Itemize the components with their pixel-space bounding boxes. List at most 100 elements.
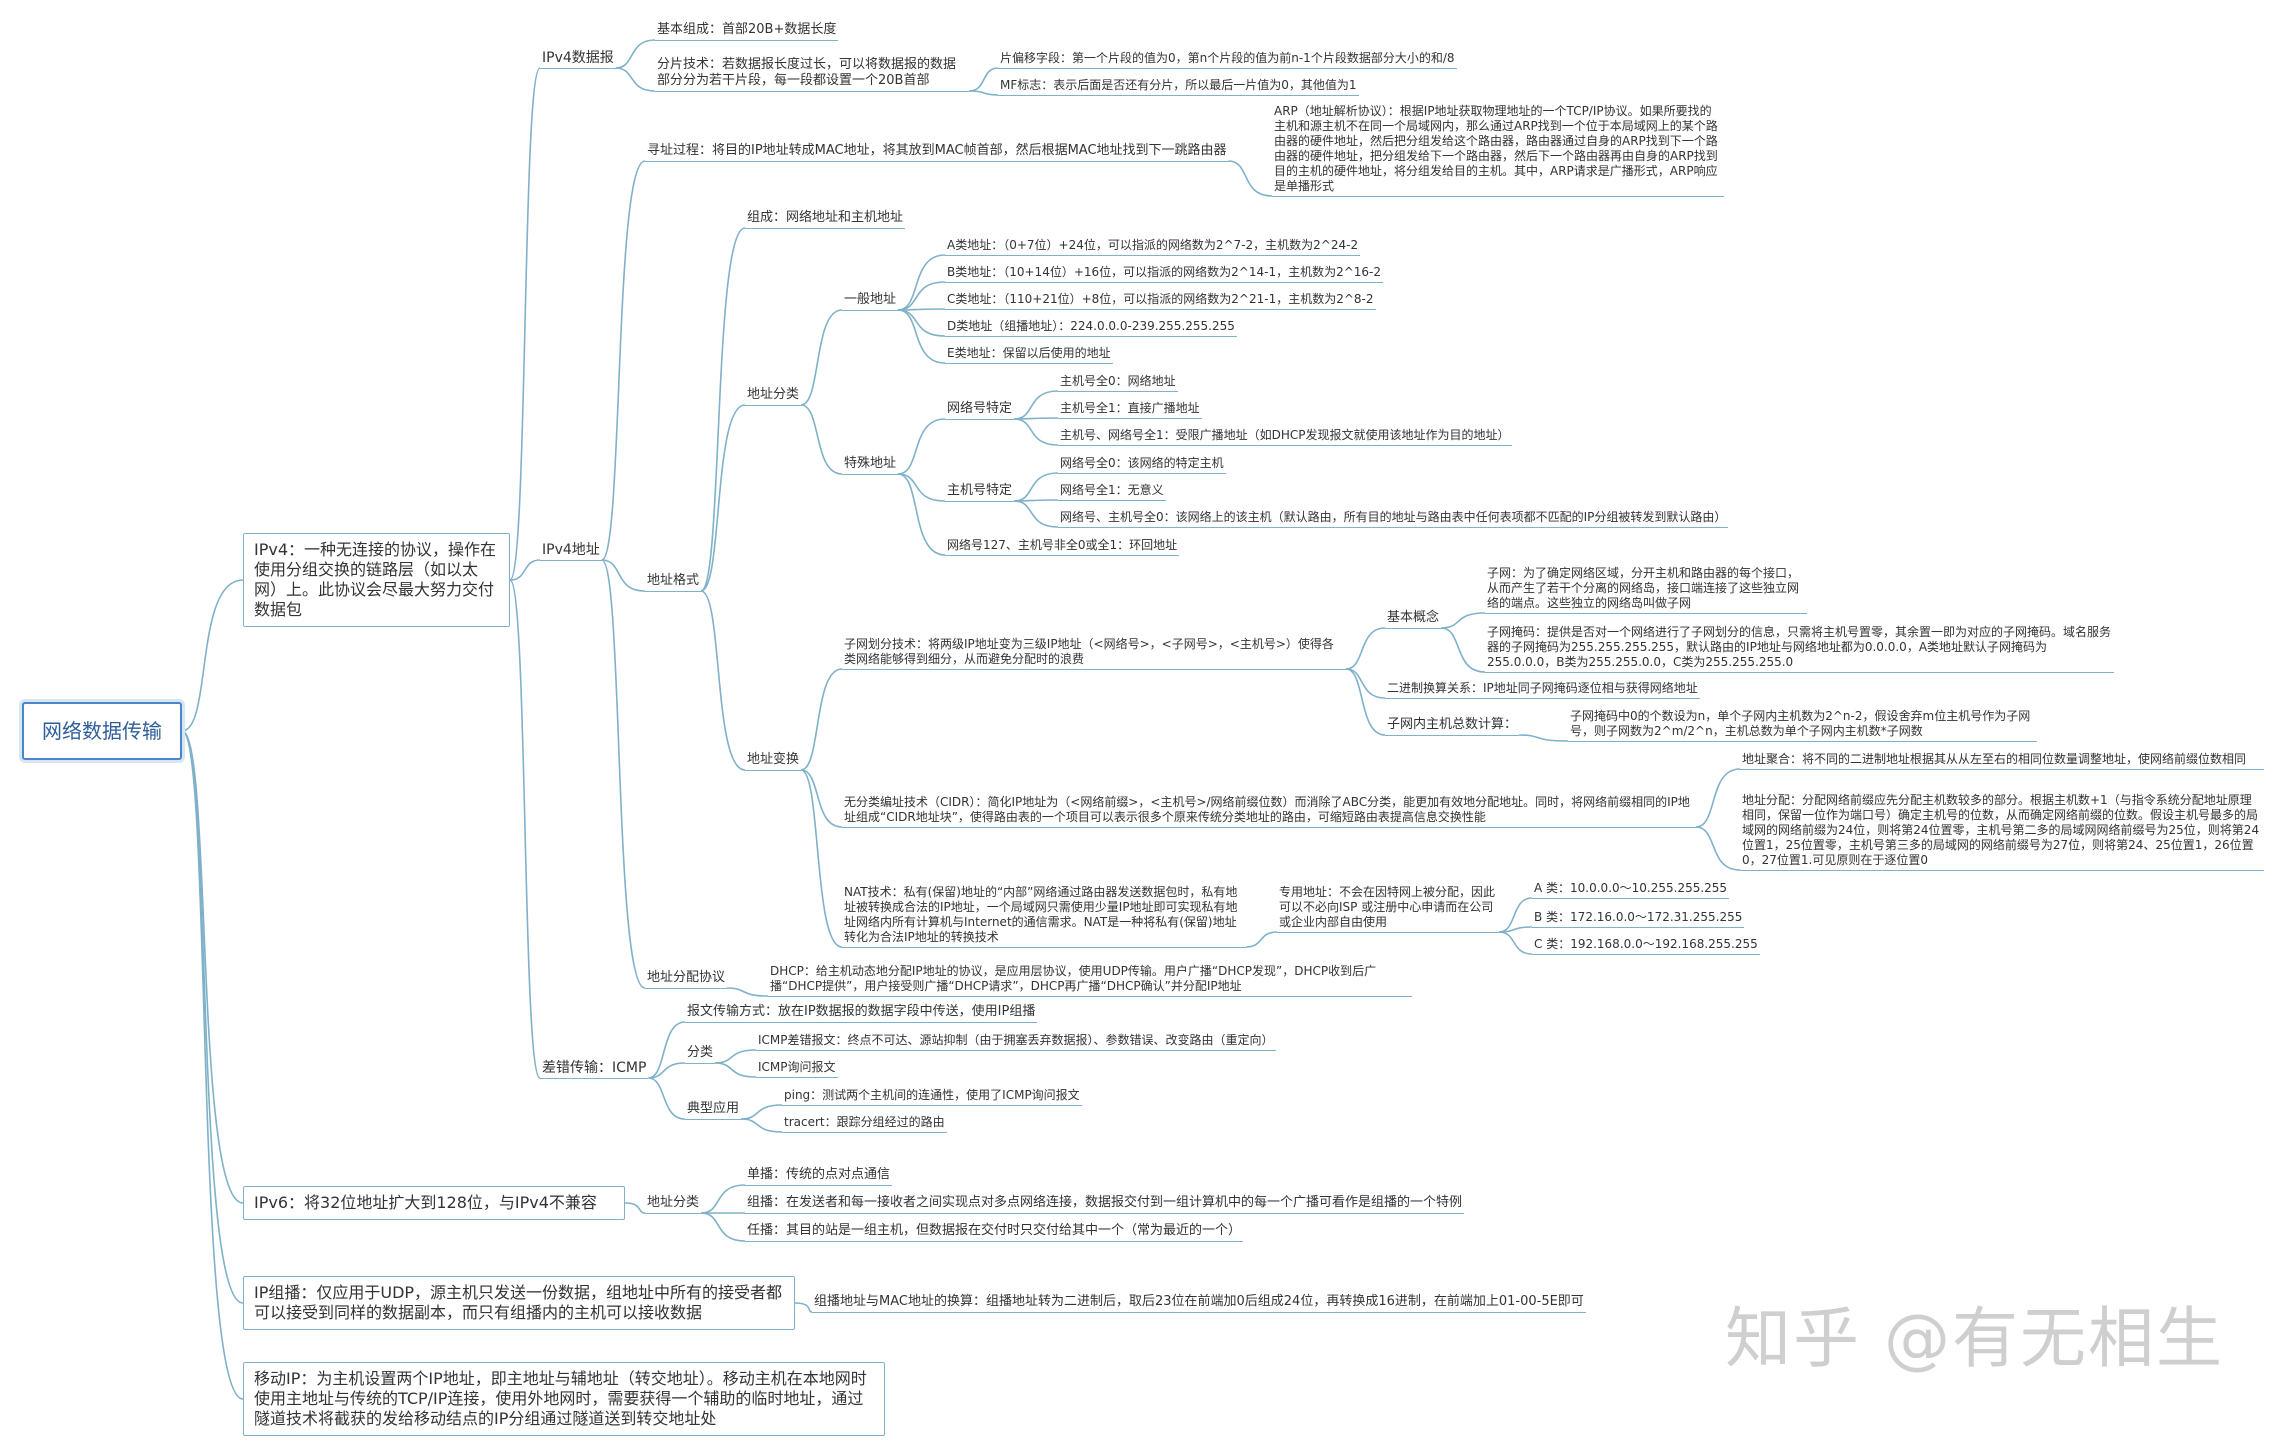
ping-node[interactable]: ping：测试两个主机间的连通性，使用了ICMP询问报文 [782,1088,1082,1106]
anycast-node[interactable]: 任播：其目的站是一组主机，但数据报在交付时只交付给其中一个（常为最近的一个） [745,1223,1244,1242]
net-all-one[interactable]: 网络号全1：无意义 [1058,483,1166,501]
fragment-offset[interactable]: 片偏移字段：第一个片段的值为0，第n个片段的值为前n-1个片段数据部分大小的和/… [998,51,1457,69]
icmp-apps-node[interactable]: 典型应用 [685,1101,742,1120]
connector-cidr-node-to-address-allocation [1695,826,1741,871]
connector-address-transform-node-to-nat-node [800,769,843,948]
unicast-node[interactable]: 单播：传统的点对点通信 [745,1167,893,1186]
host-fixed-node[interactable]: 主机号特定 [945,483,1015,502]
connector-address-transform-node-to-subnetting-node [800,668,843,771]
ipv4-node[interactable]: IPv4：一种无连接的协议，操作在使用分组交换的链路层（如以太网）上。此协议会尽… [243,533,510,627]
icmp-transport[interactable]: 报文传输方式：放在IP数据报的数据字段中传送，使用IP组播 [685,1004,1038,1023]
icmp-types-node[interactable]: 分类 [685,1045,716,1064]
connector-root-node-to-mobile-ip-node [181,730,244,1400]
arp-protocol[interactable]: ARP（地址解析协议）：根据IP地址获取物理地址的一个TCP/IP协议。如果所要… [1272,104,1724,197]
connector-address-classes-node-to-general-address-node [800,309,843,406]
connector-ipv4-node-to-icmp-node [509,579,541,1079]
address-aggregation[interactable]: 地址聚合：将不同的二进制地址根据其从从左至右的相同位数量调整地址，使网络前缀位数… [1740,752,2264,770]
connector-icmp-node-to-icmp-types-node [648,1062,686,1079]
class-c-address[interactable]: C类地址：（110+21位）+8位，可以指派的网络数为2^21-1，主机数为2^… [945,292,1376,310]
connector-host-fixed-node-to-net-all-one [1014,499,1059,502]
address-composition[interactable]: 组成：网络地址和主机地址 [745,210,906,229]
net-fixed-node[interactable]: 网络号特定 [945,401,1015,420]
host-count-node[interactable]: 子网内主机总数计算： [1385,717,1520,736]
class-d-address[interactable]: D类地址（组播地址）：224.0.0.0-239.255.255.255 [945,319,1237,337]
icmp-node[interactable]: 差错传输：ICMP [540,1060,649,1079]
connector-net-fixed-node-to-host-all-one [1014,417,1059,420]
connector-host-fixed-node-to-net-host-all-zero [1013,500,1059,528]
host-count-formula[interactable]: 子网掩码中0的个数设为n，单个子网内主机数为2^n-2，假设舍弃m位主机号作为子… [1568,709,2037,742]
connector-ipv4-address-node-to-address-alloc-protocol-node [601,559,646,989]
connector-private-address-node-to-private-class-c [1498,931,1533,955]
connector-general-address-node-to-class-d-address [897,309,946,337]
connector-cidr-node-to-address-aggregation [1695,768,1741,828]
tracert-node[interactable]: tracert：跟踪分组经过的路由 [782,1115,947,1133]
ip-multicast-node[interactable]: IP组播：仅应用于UDP，源主机只发送一份数据，组地址中所有的接受者都可以接受到… [243,1276,795,1330]
nat-node[interactable]: NAT技术：私有(保留)地址的“内部”网络通过路由器发送数据包时，私有地址被转换… [842,885,1246,948]
connector-ipv4-address-node-to-routing-process [601,160,646,561]
net-host-all-one[interactable]: 主机号、网络号全1：受限广播地址（如DHCP发现报文就使用该地址作为目的地址） [1058,428,1512,446]
mobile-ip-node[interactable]: 移动IP：为主机设置两个IP地址，即主地址与辅地址（转交地址）。移动主机在本地网… [243,1362,885,1436]
subnet-mask[interactable]: 子网掩码：提供是否对一个网络进行了子网划分的信息，只需将主机号置零，其余置一即为… [1485,625,2114,673]
connector-ipv6-classes-node-to-unicast-node [700,1184,746,1214]
address-alloc-protocol-node[interactable]: 地址分配协议 [645,970,728,989]
root-node[interactable]: 网络数据传输 [22,702,182,760]
fragment-mf-flag[interactable]: MF标志：表示后面是否还有分片，所以最后一片值为0，其他值为1 [998,78,1359,96]
class-b-address[interactable]: B类地址：（10+14位）+16位，可以指派的网络数为2^14-1，主机数为2^… [945,265,1384,283]
connector-general-address-node-to-class-c-address [898,308,946,311]
private-class-a[interactable]: A 类：10.0.0.0～10.255.255.255 [1532,881,1730,899]
datagram-basic[interactable]: 基本组成：首部20B+数据长度 [655,22,839,41]
address-classes-node[interactable]: 地址分类 [745,387,802,406]
address-allocation[interactable]: 地址分配：分配网络前缀应先分配主机数较多的部分。根据主机数+1（与指令系统分配地… [1740,793,2264,871]
host-all-one[interactable]: 主机号全1：直接广播地址 [1058,401,1202,419]
loopback-address[interactable]: 网络号127、主机号非全0或全1：环回地址 [945,538,1180,556]
private-class-b[interactable]: B 类：172.16.0.0～172.31.255.255 [1532,910,1745,928]
connector-special-address-node-to-host-fixed-node [897,473,946,502]
multicast-type-node[interactable]: 组播：在发送者和每一接收者之间实现点对多点网络连接，数据报交付到一组计算机中的每… [745,1195,1465,1214]
connector-special-address-node-to-loopback-address [897,473,946,556]
datagram-fragment[interactable]: 分片技术：若数据报长度过长，可以将数据报的数据部分分为若干片段，每一段都设置一个… [655,57,969,92]
icmp-query-message[interactable]: ICMP询问报文 [756,1060,838,1078]
cidr-node[interactable]: 无分类编址技术（CIDR）：简化IP地址为（<网络前缀>，<主机号>/网络前缀位… [842,795,1696,828]
multicast-mac-conversion[interactable]: 组播地址与MAC地址的换算：组播地址转为二进制后，取后23位在前端加0后组成24… [812,1294,1586,1313]
private-class-c[interactable]: C 类：192.168.0.0～192.168.255.255 [1532,937,1760,955]
net-host-all-zero[interactable]: 网络号、主机号全0：该网络上的该主机（默认路由，所有目的地址与路由表中任何表项都… [1058,510,1729,528]
special-address-node[interactable]: 特殊地址 [842,456,899,475]
connector-ipv4-node-to-ipv4-address-node [509,559,541,581]
host-all-zero[interactable]: 主机号全0：网络地址 [1058,374,1178,392]
icmp-error-message[interactable]: ICMP差错报文：终点不可达、源站抑制（由于拥塞丢弃数据报）、参数错误、改变路由… [756,1033,1276,1051]
connector-host-count-node-to-host-count-formula [1519,734,1569,742]
ipv4-address-node[interactable]: IPv4地址 [540,542,602,561]
connector-basic-concepts-node-to-subnet-mask [1440,627,1486,673]
private-address-node[interactable]: 专用地址：不会在因特网上被分配，因此可以不必向ISP 或注册中心申请而在公司或企… [1277,885,1499,933]
connector-ipv6-node-to-ipv6-classes-node [624,1202,646,1214]
connector-address-format-node-to-address-classes-node [700,404,746,592]
connector-icmp-node-to-icmp-transport [648,1021,686,1079]
connector-subnetting-node-to-host-count-node [1345,668,1386,736]
subnetting-node[interactable]: 子网划分技术：将两级IP地址变为三级IP地址（<网络号>，<子网号>，<主机号>… [842,637,1346,670]
ipv6-classes-node[interactable]: 地址分类 [645,1195,702,1214]
net-all-zero[interactable]: 网络号全0：该网络的特定主机 [1058,456,1226,474]
general-address-node[interactable]: 一般地址 [842,292,899,311]
connector-datagram-fragment-to-fragment-mf-flag [968,90,999,96]
ipv6-node[interactable]: IPv6：将32位地址扩大到128位，与IPv4不兼容 [243,1186,625,1220]
connector-subnetting-node-to-binary-conversion [1345,668,1386,699]
connector-ipv4-datagram-node-to-datagram-basic [615,39,656,69]
class-e-address[interactable]: E类地址：保留以后使用的地址 [945,346,1113,364]
connector-root-node-to-ipv6-node [181,730,244,1204]
address-format-node[interactable]: 地址格式 [645,573,702,592]
ipv4-datagram-node[interactable]: IPv4数据报 [540,50,616,69]
address-transform-node[interactable]: 地址变换 [745,752,802,771]
connector-subnetting-node-to-basic-concepts-node [1345,627,1386,670]
routing-process[interactable]: 寻址过程：将目的IP地址转成MAC地址，将其放到MAC帧首部，然后根据MAC地址… [645,143,1229,162]
dhcp-node[interactable]: DHCP：给主机动态地分配IP地址的协议，是应用层协议，使用UDP传输。用户广播… [768,964,1412,997]
connector-ipv4-node-to-ipv4-datagram-node [509,67,541,581]
connector-root-node-to-ipv4-node [181,579,244,732]
connector-address-format-node-to-address-transform-node [700,590,746,771]
connector-ip-multicast-node-to-multicast-mac-conversion [794,1302,813,1313]
connector-icmp-types-node-to-icmp-query-message [715,1062,757,1078]
class-a-address[interactable]: A类地址：（0+7位）+24位，可以指派的网络数为2^7-2，主机数为2^24-… [945,238,1361,256]
binary-conversion[interactable]: 二进制换算关系：IP地址同子网掩码逐位相与获得网络地址 [1385,681,1700,699]
subnet-definition[interactable]: 子网：为了确定网络区域，分开主机和路由器的每个接口，从而产生了若干个分离的网络岛… [1485,566,1807,614]
basic-concepts-node[interactable]: 基本概念 [1385,610,1442,629]
